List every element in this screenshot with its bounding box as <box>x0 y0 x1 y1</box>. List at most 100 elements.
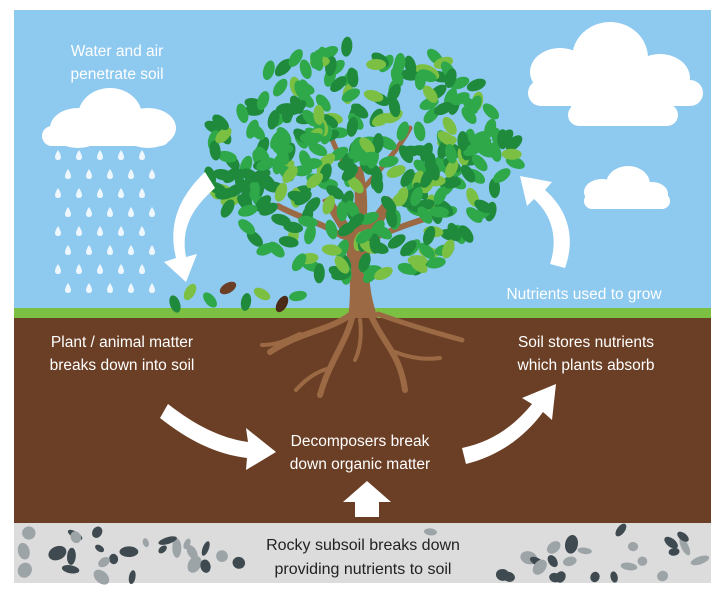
rock <box>615 523 627 537</box>
rock <box>93 569 110 585</box>
leaf <box>388 97 401 118</box>
rock <box>627 541 639 552</box>
leaf <box>444 68 457 88</box>
label-plant-matter: Plant / animal matter breaks down into s… <box>49 334 195 374</box>
leaf <box>313 263 325 284</box>
rock <box>657 570 669 582</box>
leaf <box>262 60 275 81</box>
cloud-small-right <box>584 166 670 209</box>
leaf <box>394 53 406 73</box>
arrow-subsoil-up <box>343 481 391 517</box>
label-water-air: Water and air penetrate soil <box>70 43 164 83</box>
leaf <box>302 109 318 127</box>
rain-drop <box>118 226 124 236</box>
rock <box>577 547 592 555</box>
leaf <box>371 113 391 127</box>
label-rocky-subsoil: Rocky subsoil breaks down providing nutr… <box>266 537 460 578</box>
rain-drop <box>107 283 113 293</box>
leaf <box>412 145 432 157</box>
leaf <box>400 240 417 257</box>
leaf <box>372 133 384 154</box>
leaf <box>336 201 348 222</box>
rain-drop <box>76 226 82 236</box>
leaf <box>326 185 345 200</box>
arrow-sky-to-ground <box>164 172 215 282</box>
leaf <box>304 197 321 214</box>
leaf <box>417 69 437 83</box>
rain-drop <box>55 226 61 236</box>
leaf <box>395 187 409 207</box>
rain-drops <box>55 150 155 293</box>
leaf <box>256 91 270 111</box>
rock <box>17 542 30 560</box>
leaf <box>248 180 260 201</box>
rain-drop <box>55 150 61 160</box>
rock <box>549 572 561 583</box>
rock <box>119 546 139 557</box>
leaf <box>400 169 415 187</box>
tree <box>204 36 525 398</box>
leaf <box>359 211 379 225</box>
rain-drop <box>76 188 82 198</box>
leaf <box>255 195 272 212</box>
leaf <box>461 106 477 124</box>
rain-drop <box>128 245 134 255</box>
fallen-leaf <box>253 287 271 301</box>
rain-drop <box>128 283 134 293</box>
leaf <box>433 102 453 116</box>
arrow-up-to-canopy <box>520 176 570 268</box>
leaf <box>427 161 440 181</box>
fallen-leaf <box>203 292 217 308</box>
rain-drop <box>107 245 113 255</box>
leaf <box>215 127 232 144</box>
rock <box>677 531 689 542</box>
leaf <box>238 204 258 217</box>
leaf <box>259 202 278 216</box>
rock <box>590 571 600 583</box>
leaf <box>291 253 307 272</box>
label-soil-stores: Soil stores nutrients which plants absor… <box>517 334 655 374</box>
leaf <box>288 49 303 67</box>
leaf <box>442 239 455 259</box>
rock <box>532 559 547 575</box>
label-nutrients-used: Nutrients used to grow <box>506 286 662 303</box>
leaf <box>256 242 276 256</box>
rain-drop <box>139 150 145 160</box>
leaf <box>302 158 323 170</box>
leaf <box>345 200 360 219</box>
leaf <box>227 168 248 180</box>
rock <box>17 562 32 578</box>
leaf <box>440 228 460 241</box>
leaf <box>457 131 469 152</box>
leaf <box>256 157 275 171</box>
leaf <box>308 142 328 157</box>
rain-drop <box>86 169 92 179</box>
rain-drop <box>128 207 134 217</box>
leaf <box>410 187 423 207</box>
rock <box>564 534 579 554</box>
rock <box>201 541 210 556</box>
leaf <box>347 67 359 88</box>
rain-drop <box>107 169 113 179</box>
leaf <box>304 224 316 245</box>
rock <box>172 538 182 558</box>
rain-drop <box>118 188 124 198</box>
leaf <box>306 172 324 189</box>
rock <box>95 544 105 553</box>
rain-drop <box>149 169 155 179</box>
leaf <box>272 78 288 97</box>
rock <box>690 555 710 566</box>
leaf <box>213 169 233 181</box>
rock <box>142 538 149 548</box>
leaf <box>209 140 221 161</box>
rock <box>232 556 246 569</box>
rock <box>61 565 80 574</box>
leaf <box>299 59 312 80</box>
arrow-from-decomposers <box>462 384 556 464</box>
leaf <box>381 195 397 213</box>
subsoil-rocks <box>17 523 710 585</box>
leaf <box>488 178 501 199</box>
rain-drop <box>86 207 92 217</box>
leaf <box>422 225 436 246</box>
tree-roots <box>260 311 465 398</box>
